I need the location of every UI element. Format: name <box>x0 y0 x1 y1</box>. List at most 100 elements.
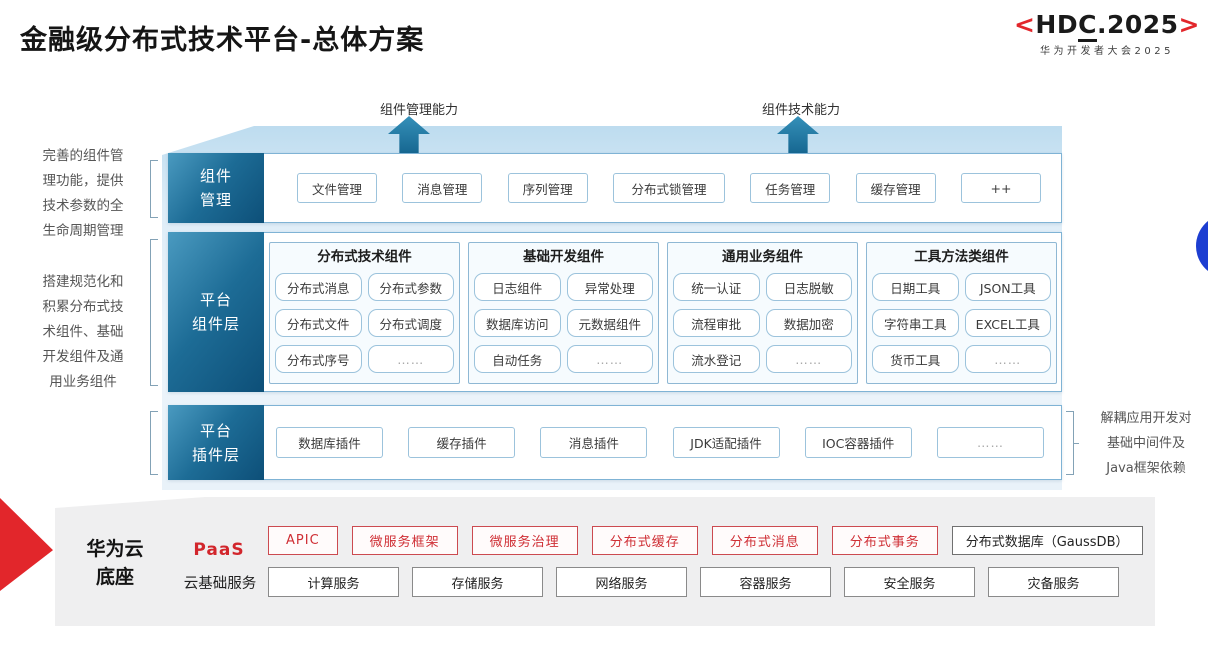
row-label-line: 插件层 <box>191 445 240 464</box>
plugin-chip: IOC容器插件 <box>804 427 912 458</box>
plugin-chip-ellipsis: …… <box>936 427 1044 458</box>
group-chip: 自动任务 <box>474 345 561 373</box>
red-chevron-icon <box>0 498 53 591</box>
row-label-line: 平台 <box>199 291 232 309</box>
group-chip: 字符串工具 <box>872 309 959 337</box>
label-line: 底座 <box>95 566 134 588</box>
group-chip: 数据库访问 <box>474 309 561 337</box>
plugin-chip: 缓存插件 <box>408 427 516 458</box>
row-platform-plugins: 平台 插件层 数据库插件 缓存插件 消息插件 JDK适配插件 IOC容器插件 …… <box>168 405 1062 480</box>
logo-close-bracket: > <box>1178 10 1200 39</box>
note-line: 搭建规范化和 <box>42 274 124 290</box>
row-label-platform-components: 平台 组件层 <box>168 232 264 392</box>
row-component-mgmt: 组件 管理 文件管理 消息管理 序列管理 分布式锁管理 任务管理 缓存管理 ++ <box>168 153 1062 223</box>
capability-label-right: 组件技术能力 <box>761 103 840 118</box>
iaas-items: 计算服务 存储服务 网络服务 容器服务 安全服务 灾备服务 <box>268 567 1119 597</box>
note-decoupling: 解耦应用开发对 基础中间件及 Java框架依赖 <box>1086 406 1206 481</box>
page-title: 金融级分布式技术平台-总体方案 <box>20 25 425 56</box>
hdc-logo-wordmark: <HDC.2025> <box>1014 10 1200 42</box>
logo-hd: HD <box>1035 10 1079 39</box>
note-line: 理功能，提供 <box>42 173 124 189</box>
row-label-line: 组件层 <box>191 315 240 333</box>
note-platform-components: 搭建规范化和 积累分布式技 术组件、基础 开发组件及通 用业务组件 <box>14 270 152 395</box>
note-line: 完善的组件管 <box>42 148 124 164</box>
paas-chip: 分布式缓存 <box>591 526 698 555</box>
paas-chip: 微服务框架 <box>351 526 458 555</box>
group-distributed-tech: 分布式技术组件 分布式消息 分布式参数 分布式文件 分布式调度 分布式序号 …… <box>269 242 460 384</box>
capability-label-left: 组件管理能力 <box>379 103 458 118</box>
bracket-left-icon <box>150 411 158 475</box>
huawei-cloud-panel <box>55 497 1155 626</box>
paas-chip: 微服务治理 <box>471 526 578 555</box>
row-label-line: 平台 <box>199 421 232 440</box>
group-chip: 分布式文件 <box>275 309 362 337</box>
note-line: 开发组件及通 <box>42 349 124 365</box>
group-chip: 分布式消息 <box>275 273 362 301</box>
group-chip: 异常处理 <box>566 273 653 301</box>
group-chip: 日志组件 <box>474 273 561 301</box>
iaas-chip: 计算服务 <box>268 567 399 597</box>
group-chip-ellipsis: …… <box>964 345 1051 373</box>
iaas-chip: 存储服务 <box>412 567 543 597</box>
group-chip: 货币工具 <box>872 345 959 373</box>
group-chip: 元数据组件 <box>566 309 653 337</box>
note-line: 技术参数的全 <box>42 198 124 214</box>
group-title: 通用业务组件 <box>722 249 803 265</box>
huawei-cloud-base-label: 华为云 底座 <box>79 535 151 591</box>
note-line: 基础中间件及 <box>1106 436 1185 451</box>
row-label-line: 组件 <box>199 167 232 185</box>
group-chip-ellipsis: …… <box>765 345 852 373</box>
group-chip: 数据加密 <box>765 309 852 337</box>
group-chip-ellipsis: …… <box>566 345 653 373</box>
mgmt-chip: 消息管理 <box>402 173 483 203</box>
group-grid: 分布式消息 分布式参数 分布式文件 分布式调度 分布式序号 …… <box>270 271 459 373</box>
hdc-logo: <HDC.2025> 华为开发者大会2025 <box>1014 10 1200 57</box>
mgmt-chip: 序列管理 <box>507 173 588 203</box>
plugin-chip: 消息插件 <box>540 427 648 458</box>
group-grid: 日期工具 JSON工具 字符串工具 EXCEL工具 货币工具 …… <box>867 271 1056 373</box>
bracket-left-icon <box>150 160 158 218</box>
group-chip: 分布式参数 <box>367 273 454 301</box>
group-chip-ellipsis: …… <box>367 345 454 373</box>
note-line: 术组件、基础 <box>42 324 124 340</box>
component-groups: 分布式技术组件 分布式消息 分布式参数 分布式文件 分布式调度 分布式序号 ……… <box>269 242 1057 384</box>
component-mgmt-items: 文件管理 消息管理 序列管理 分布式锁管理 任务管理 缓存管理 ++ <box>297 173 1041 203</box>
note-line: 用业务组件 <box>49 374 117 390</box>
note-line: Java框架依赖 <box>1106 461 1186 476</box>
iaas-chip: 灾备服务 <box>988 567 1119 597</box>
group-chip: 统一认证 <box>673 273 760 301</box>
group-title: 分布式技术组件 <box>317 249 412 265</box>
row-label-component-mgmt: 组件 管理 <box>168 153 264 223</box>
note-line: 积累分布式技 <box>42 299 124 315</box>
note-line: 生命周期管理 <box>42 223 124 239</box>
note-component-mgmt: 完善的组件管 理功能，提供 技术参数的全 生命周期管理 <box>14 144 152 244</box>
bracket-right-icon <box>1066 411 1079 475</box>
paas-chip: APIC <box>268 526 338 555</box>
group-chip: 流水登记 <box>673 345 760 373</box>
group-chip: 分布式序号 <box>275 345 362 373</box>
group-grid: 统一认证 日志脱敏 流程审批 数据加密 流水登记 …… <box>668 271 857 373</box>
plugin-items: 数据库插件 缓存插件 消息插件 JDK适配插件 IOC容器插件 …… <box>276 427 1044 458</box>
mgmt-chip: 任务管理 <box>750 173 831 203</box>
mgmt-chip: 分布式锁管理 <box>612 173 725 203</box>
group-chip: JSON工具 <box>964 273 1051 301</box>
paas-label: PaaS <box>193 540 245 560</box>
row-label-line: 管理 <box>199 191 232 209</box>
group-basic-dev: 基础开发组件 日志组件 异常处理 数据库访问 元数据组件 自动任务 …… <box>468 242 659 384</box>
paas-db-chip: 分布式数据库（GaussDB） <box>951 526 1143 555</box>
logo-year: .2025 <box>1096 10 1179 39</box>
row-platform-components: 平台 组件层 分布式技术组件 分布式消息 分布式参数 分布式文件 分布式调度 分… <box>168 232 1062 392</box>
group-title: 基础开发组件 <box>523 249 604 265</box>
plugin-chip: JDK适配插件 <box>672 427 780 458</box>
label-line: 华为云 <box>86 538 144 560</box>
mgmt-chip: 缓存管理 <box>855 173 936 203</box>
note-line: 解耦应用开发对 <box>1100 411 1192 426</box>
group-common-business: 通用业务组件 统一认证 日志脱敏 流程审批 数据加密 流水登记 …… <box>667 242 858 384</box>
cloud-base-services-label: 云基础服务 <box>183 576 257 592</box>
group-chip: 日期工具 <box>872 273 959 301</box>
iaas-chip: 安全服务 <box>844 567 975 597</box>
hdc-logo-subtitle: 华为开发者大会2025 <box>1040 46 1174 57</box>
group-grid: 日志组件 异常处理 数据库访问 元数据组件 自动任务 …… <box>469 271 658 373</box>
blue-circle-decoration <box>1196 214 1208 278</box>
